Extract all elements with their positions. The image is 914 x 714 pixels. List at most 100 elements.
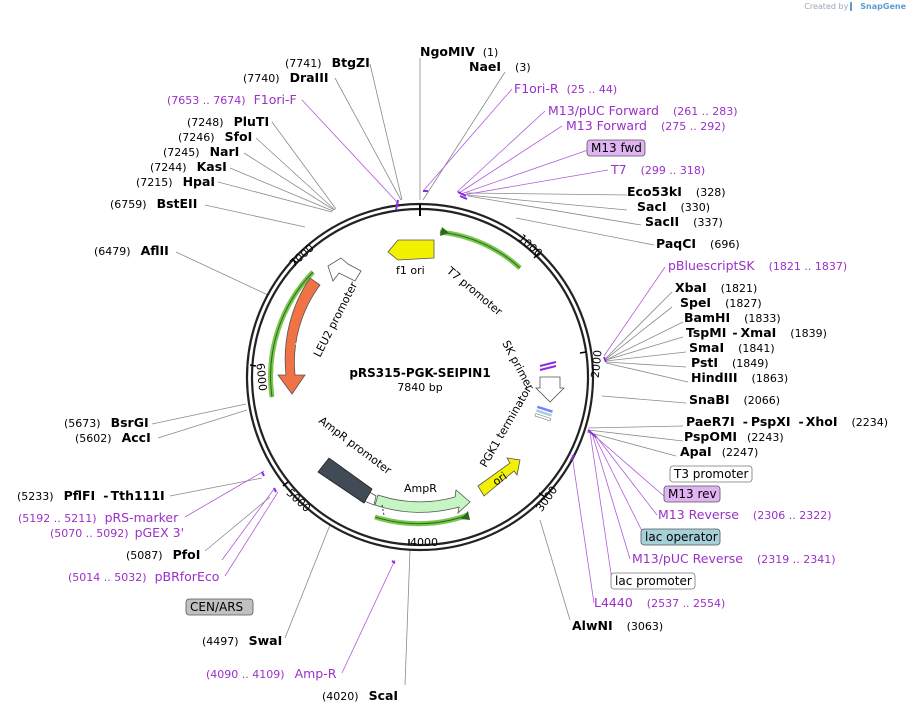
primer-m13-forward[interactable]: M13 Forward(275 .. 292) [566, 118, 726, 133]
leu2-arrow [277, 277, 321, 395]
tick-4000: 4000 [410, 536, 438, 549]
ampr-outline-arrowhead [461, 511, 470, 520]
primer-pbluescriptsk[interactable]: pBluescriptSK(1821 .. 1837) [668, 258, 847, 273]
t7-promoter-arrowhead [440, 227, 449, 236]
lac-promoter-box [610, 572, 696, 590]
primer-m13-fwd-box [586, 139, 646, 157]
primer-m13-rev[interactable]: M13 rev [668, 487, 717, 501]
f1-ori-arrow [387, 239, 435, 261]
enzyme-pfoi[interactable]: (5087)PfoI [126, 547, 200, 562]
credit-text: Created by [804, 2, 849, 11]
enzyme-hindiii[interactable]: HindIII(1863) [691, 370, 788, 385]
enzyme-psti[interactable]: PstI(1849) [691, 355, 769, 370]
sk-primer-marks [539, 361, 557, 371]
t7-promoter-arc-line [439, 231, 521, 269]
enzyme-pluti[interactable]: (7248)PluTI [187, 114, 269, 129]
enzyme-acci[interactable]: (5602)AccI [75, 430, 151, 445]
tick-3000: 3000 [533, 484, 560, 514]
tick-2000: 2000 [589, 349, 605, 378]
enzyme-bsrgi[interactable]: (5673)BsrGI [64, 415, 149, 430]
enzyme-alwni[interactable]: AlwNI(3063) [572, 618, 663, 633]
enzyme-sfoi[interactable]: (7246)SfoI [178, 129, 252, 144]
ampr-label: AmpR [404, 482, 437, 495]
t7-promoter-label: T7 promoter [443, 264, 505, 319]
tick-1000: 1000 [515, 232, 545, 260]
enzyme-spei[interactable]: SpeI(1827) [680, 295, 762, 310]
f1-ori-label: f1 ori [396, 264, 425, 277]
left-labels: (5014 .. 5032)pBRforEco (5087)PfoI (5070… [17, 55, 370, 584]
enzyme-bamhi[interactable]: BamHI(1833) [684, 310, 781, 325]
feature-lac-operator[interactable]: lac operator [645, 530, 718, 544]
primer-t7[interactable]: T7(299 .. 318) [610, 162, 705, 177]
enzyme-btgzi[interactable]: (7741)BtgZI [285, 55, 370, 70]
primer-m13puc-fwd[interactable]: M13/pUC Forward(261 .. 283) [548, 103, 738, 118]
enzyme-saci[interactable]: SacI(330) [637, 199, 710, 214]
t3-promoter-box [669, 465, 753, 483]
pgk1-terminator-arrow [535, 376, 565, 403]
primer-pgex3[interactable]: (5070 .. 5092)pGEX 3' [50, 525, 184, 540]
top-labels: NgoMIV(1) NaeI(3) F1ori-R(25 .. 44) M13/… [420, 44, 740, 251]
primer-prs-marker[interactable]: (5192 .. 5211)pRS-marker [18, 510, 179, 525]
sk-primer-label: SK primer [499, 338, 536, 392]
leu2-promoter-arrow [327, 257, 362, 282]
ampr-dash [381, 504, 385, 516]
enzyme-tspmi-xmai[interactable]: TspMI-XmaI(1839) [686, 325, 827, 340]
enzyme-nari[interactable]: (7245)NarI [163, 144, 239, 159]
t7-promoter-arc [439, 229, 522, 270]
enzyme-scai[interactable]: (4020)ScaI [322, 688, 398, 703]
lac-operator-box [640, 528, 721, 546]
m13-rev-box [663, 485, 721, 503]
primer-f1ori-f[interactable]: (7653 .. 7674)F1ori-F [167, 92, 297, 107]
pgk1-terminator-label: PGK1 terminator [477, 383, 534, 469]
enzyme-sacii[interactable]: SacII(337) [645, 214, 723, 229]
enzyme-leader-lines [151, 58, 689, 686]
enzyme-kasi[interactable]: (7244)KasI [150, 159, 227, 174]
leu2-promoter-label: LEU2 promoter [311, 279, 360, 359]
primer-m13-reverse[interactable]: M13 Reverse(2306 .. 2322) [658, 507, 831, 522]
enzyme-snabi[interactable]: SnaBI(2066) [689, 392, 780, 407]
scale-ticks [249, 252, 587, 545]
enzyme-paqci[interactable]: PaqCI(696) [656, 236, 740, 251]
feature-t3-promoter[interactable]: T3 promoter [673, 467, 749, 481]
primer-marks [261, 190, 607, 564]
cen-ars-block [317, 457, 373, 504]
enzyme-pflfi-tth111i[interactable]: (5233)PflFI-Tth111I [17, 488, 165, 503]
enzyme-smai[interactable]: SmaI(1841) [689, 340, 775, 355]
cen-ars-label-box [185, 598, 254, 616]
tick-6000: 6000 [253, 362, 269, 391]
enzyme-eco53ki[interactable]: Eco53kI(328) [627, 184, 726, 199]
mcs-features [534, 405, 553, 422]
ampr-arrow [374, 489, 471, 515]
plasmid-length: 7840 bp [397, 381, 442, 394]
feature-cen-ars[interactable]: CEN/ARS [190, 600, 243, 614]
bottom-labels: (4020)ScaI (4090 .. 4109)Amp-R (4497)Swa… [185, 598, 398, 703]
ori-arrow [477, 457, 521, 497]
plasmid-name: pRS315-PGK-SEIPIN1 [349, 366, 490, 380]
enzyme-ngomiv[interactable]: NgoMIV(1) [420, 44, 498, 59]
snapgene-credit: Created by SnapGene [804, 2, 906, 11]
primer-l4440[interactable]: L4440(2537 .. 2554) [594, 595, 725, 610]
enzyme-naei[interactable]: NaeI(3) [469, 59, 531, 74]
feature-lac-promoter[interactable]: lac promoter [615, 574, 692, 588]
snapgene-logo-icon [850, 2, 858, 11]
enzyme-xbai[interactable]: XbaI(1821) [675, 280, 757, 295]
primer-m13-fwd[interactable]: M13 fwd [591, 141, 642, 155]
right-labels: pBluescriptSK(1821 .. 1837) XbaI(1821) S… [572, 258, 888, 633]
ampr-outline-arc-line [374, 514, 469, 525]
enzyme-swai[interactable]: (4497)SwaI [202, 633, 282, 648]
primer-leader-lines [184, 88, 666, 674]
primer-f1ori-r[interactable]: F1ori-R(25 .. 44) [514, 81, 617, 96]
primer-amp-r[interactable]: (4090 .. 4109)Amp-R [206, 666, 337, 681]
enzyme-aflii[interactable]: (6479)AflII [94, 243, 169, 258]
primer-pbrforeco[interactable]: (5014 .. 5032)pBRforEco [68, 569, 219, 584]
enzyme-bsteii[interactable]: (6759)BstEII [110, 196, 197, 211]
leu2-outline-arc-line [270, 271, 314, 398]
enzyme-draiii[interactable]: (7740)DraIII [243, 70, 329, 85]
primer-m13puc-rev[interactable]: M13/pUC Reverse(2319 .. 2341) [632, 551, 836, 566]
enzyme-hpai[interactable]: (7215)HpaI [136, 174, 215, 189]
enzyme-apai[interactable]: ApaI(2247) [680, 444, 758, 459]
enzyme-pspomi[interactable]: PspOMI(2243) [684, 429, 784, 444]
enzyme-paer7i-pspxi-xhoi[interactable]: PaeR7I-PspXI-XhoI(2234) [686, 414, 888, 429]
